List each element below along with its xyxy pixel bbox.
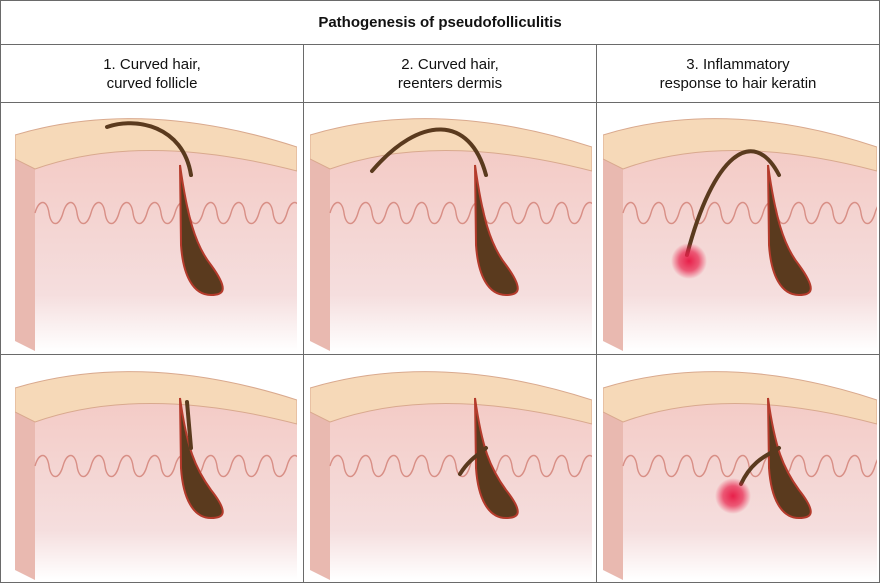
- figure-title: Pathogenesis of pseudofolliculitis: [1, 1, 879, 45]
- column-divider: [596, 45, 597, 583]
- header-divider: [1, 102, 879, 103]
- inflammation-spot: [715, 478, 751, 514]
- column-heading-reenters-dermis: 2. Curved hair, reenters dermis: [304, 45, 596, 102]
- panel-row1-reenters-dermis: [310, 105, 592, 351]
- column-heading-inflammatory-response: 3. Inflammatory response to hair keratin: [597, 45, 879, 102]
- panel-row2-inflammatory-response: [603, 358, 877, 580]
- inflammation-spot: [671, 243, 707, 279]
- row-divider: [1, 354, 879, 355]
- panel-row2-reenters-dermis: [310, 358, 592, 580]
- panel-row1-curved-follicle: [15, 105, 297, 351]
- column-divider: [303, 45, 304, 583]
- panel-row2-curved-follicle: [15, 358, 297, 580]
- panel-row1-inflammatory-response: [603, 105, 877, 351]
- column-heading-curved-follicle: 1. Curved hair, curved follicle: [1, 45, 303, 102]
